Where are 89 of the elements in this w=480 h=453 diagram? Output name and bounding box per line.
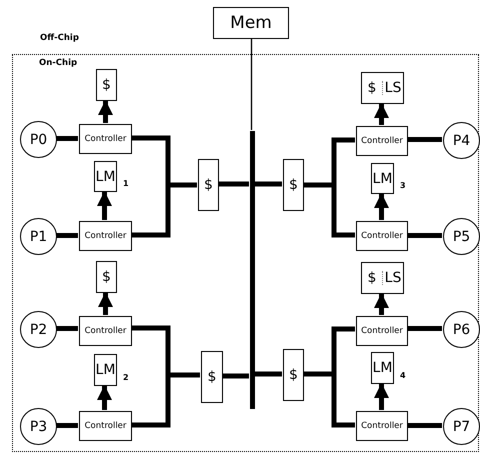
box-label: Mem bbox=[230, 14, 272, 32]
controller-box bbox=[356, 221, 408, 251]
box-label: $ bbox=[102, 270, 111, 284]
box-label: $ bbox=[208, 370, 216, 384]
connector-line bbox=[218, 182, 249, 186]
box-label: LS bbox=[384, 81, 402, 95]
box-label: $ bbox=[102, 78, 111, 92]
arrow bbox=[374, 103, 389, 125]
box-label: Controller bbox=[361, 136, 403, 146]
box-label: Controller bbox=[84, 134, 126, 144]
connector-line bbox=[56, 233, 78, 238]
memory-box bbox=[201, 351, 223, 403]
box-label: LM bbox=[96, 170, 116, 184]
memory-box bbox=[371, 163, 394, 194]
subscript-number: 3 bbox=[400, 181, 406, 190]
controller-box bbox=[79, 221, 132, 251]
connector-line bbox=[222, 374, 249, 378]
memory-box bbox=[198, 159, 219, 211]
box-label: $ bbox=[289, 178, 298, 192]
arrow bbox=[374, 293, 389, 315]
memory-box bbox=[96, 69, 117, 101]
box-label: $ bbox=[204, 178, 213, 192]
connector-line bbox=[407, 423, 442, 428]
subscript-number: 2 bbox=[123, 373, 129, 382]
connector-line bbox=[56, 136, 78, 141]
region-label: Off-Chip bbox=[40, 33, 79, 43]
processor-circle bbox=[443, 311, 480, 348]
connector-line bbox=[407, 326, 442, 331]
box-label: LS bbox=[384, 271, 402, 285]
arrow bbox=[98, 292, 113, 315]
processor-circle bbox=[20, 311, 57, 348]
cache-box bbox=[361, 72, 404, 104]
controller-box bbox=[356, 126, 408, 156]
box-label: LM bbox=[96, 363, 116, 377]
memory-box bbox=[94, 161, 117, 192]
chip-region bbox=[12, 54, 479, 452]
box-label: LM bbox=[372, 172, 392, 186]
connector-line bbox=[254, 182, 282, 186]
arrow bbox=[374, 193, 389, 220]
box-label: $ bbox=[368, 81, 376, 95]
cache-box bbox=[361, 262, 404, 294]
box-label: P5 bbox=[452, 230, 470, 244]
subscript-number: 1 bbox=[123, 179, 129, 188]
processor-circle bbox=[20, 408, 57, 445]
connector-line bbox=[407, 137, 442, 142]
box-label: Controller bbox=[84, 326, 126, 336]
arrow bbox=[97, 385, 112, 410]
connector-line bbox=[254, 372, 282, 376]
processor-circle bbox=[20, 218, 57, 255]
connector-line bbox=[407, 233, 442, 238]
box-label: P0 bbox=[30, 132, 48, 146]
bus-bar bbox=[250, 131, 255, 409]
arrow bbox=[97, 191, 112, 220]
arrow bbox=[98, 100, 113, 123]
box-label: LM bbox=[372, 361, 392, 375]
processor-circle bbox=[443, 408, 480, 445]
memory-box bbox=[94, 354, 117, 386]
box-label: $ bbox=[368, 271, 376, 285]
memory-box bbox=[96, 261, 117, 293]
memory-box bbox=[283, 159, 304, 211]
box-label: P4 bbox=[452, 134, 470, 148]
box-label: Controller bbox=[361, 422, 403, 430]
region-label: On-Chip bbox=[39, 58, 78, 68]
connector-line bbox=[56, 326, 78, 331]
controller-box bbox=[79, 411, 132, 441]
box-label: P2 bbox=[30, 322, 48, 336]
arrow bbox=[374, 383, 389, 410]
controller-box bbox=[356, 411, 408, 441]
connector-line bbox=[250, 39, 252, 130]
box-label: P1 bbox=[30, 230, 48, 244]
box-label: Controller bbox=[361, 232, 403, 240]
box-label: P3 bbox=[30, 420, 48, 434]
box-label: Controller bbox=[84, 232, 126, 240]
processor-circle bbox=[20, 121, 57, 158]
box-label: Controller bbox=[361, 326, 403, 336]
processor-circle bbox=[443, 218, 480, 255]
box-label: Controller bbox=[84, 422, 126, 430]
box-label: $ bbox=[289, 368, 298, 382]
controller-box bbox=[356, 316, 408, 346]
memory-box bbox=[283, 349, 304, 401]
processor-circle bbox=[443, 122, 480, 159]
connector-line bbox=[56, 423, 78, 428]
subscript-number: 4 bbox=[400, 371, 406, 380]
box-label: P6 bbox=[452, 322, 470, 336]
box-label: P7 bbox=[452, 420, 470, 434]
memory-box bbox=[213, 7, 289, 39]
controller-box bbox=[79, 124, 132, 154]
controller-box bbox=[79, 316, 132, 346]
memory-box bbox=[371, 352, 394, 384]
